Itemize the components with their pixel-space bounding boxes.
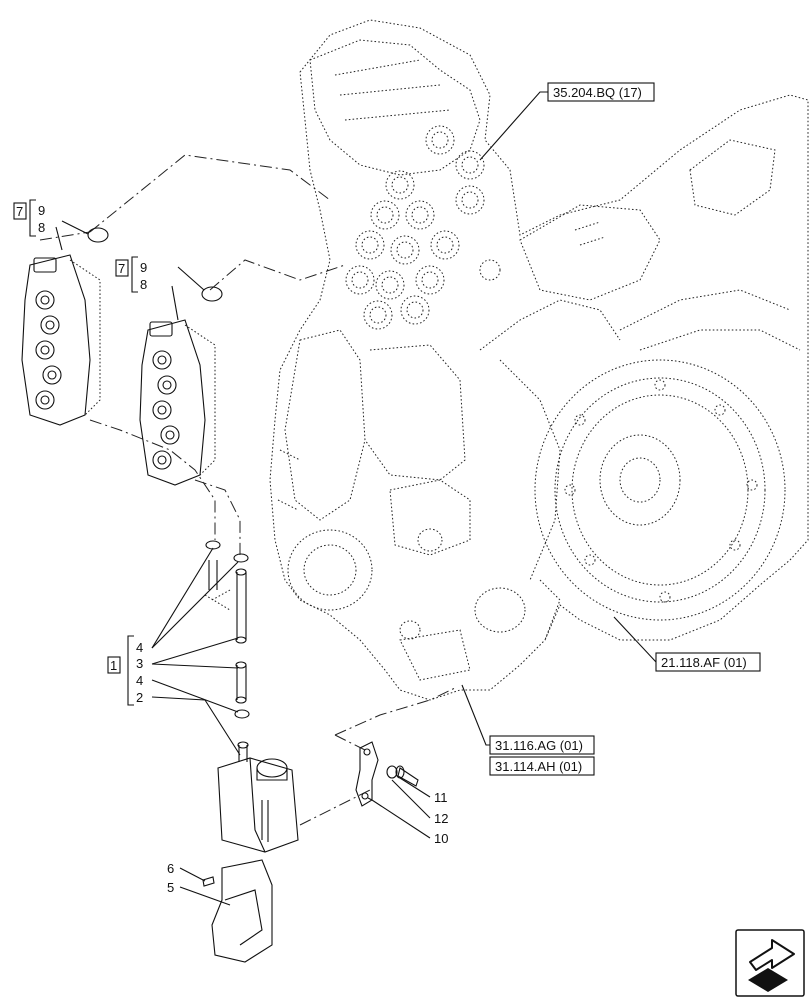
group-c-item-4b: 4 (136, 673, 143, 688)
group-c-item-3: 3 (136, 656, 143, 671)
transmission-housing (269, 19, 809, 701)
item-11-label: 11 (434, 790, 448, 805)
routing-lines (39, 154, 456, 826)
o-ring-right (201, 286, 223, 302)
group-c-item-4a: 4 (136, 640, 143, 655)
group-a-item-9: 9 (38, 203, 45, 218)
o-ring-left (87, 227, 109, 243)
group-c-ref: 1 (110, 658, 117, 673)
item-6-label: 6 (167, 861, 174, 876)
group-a-item-8: 8 (38, 220, 45, 235)
ref-box-31-114[interactable]: 31.114.AH (01) (489, 756, 595, 776)
callout-group-a: 7 9 8 (13, 199, 45, 237)
item-5-label: 5 (167, 880, 174, 895)
ref-31-116-text: 31.116.AG (01) (495, 738, 583, 753)
group-c-item-2: 2 (136, 690, 143, 705)
ref-35-204-text: 35.204.BQ (17) (553, 85, 642, 100)
callout-group-b: 7 9 8 (115, 256, 147, 293)
item-12-label: 12 (434, 811, 448, 826)
arrow-navigation-icon[interactable] (735, 929, 805, 997)
ref-21-118-text: 21.118.AF (01) (661, 655, 747, 670)
group-b-ref: 7 (118, 261, 125, 276)
valve-spools (345, 125, 501, 330)
callout-group-c: 1 4 3 4 2 (107, 635, 143, 706)
ref-box-35-204[interactable]: 35.204.BQ (17) (547, 82, 655, 102)
group-a-ref: 7 (16, 204, 23, 219)
rear-flange (534, 359, 786, 621)
cover-plate (202, 859, 273, 963)
coupler-block-left (21, 254, 101, 426)
ref-box-31-116[interactable]: 31.116.AG (01) (489, 735, 595, 755)
ref-31-114-text: 31.114.AH (01) (495, 759, 582, 774)
reservoir-tank (217, 741, 299, 853)
hose-assembly (204, 540, 250, 719)
ref-box-21-118[interactable]: 21.118.AF (01) (655, 652, 761, 672)
group-b-item-8: 8 (140, 277, 147, 292)
item-10-label: 10 (434, 831, 448, 846)
leader-lines (55, 91, 657, 906)
coupler-block-right (139, 319, 216, 486)
group-b-item-9: 9 (140, 260, 147, 275)
